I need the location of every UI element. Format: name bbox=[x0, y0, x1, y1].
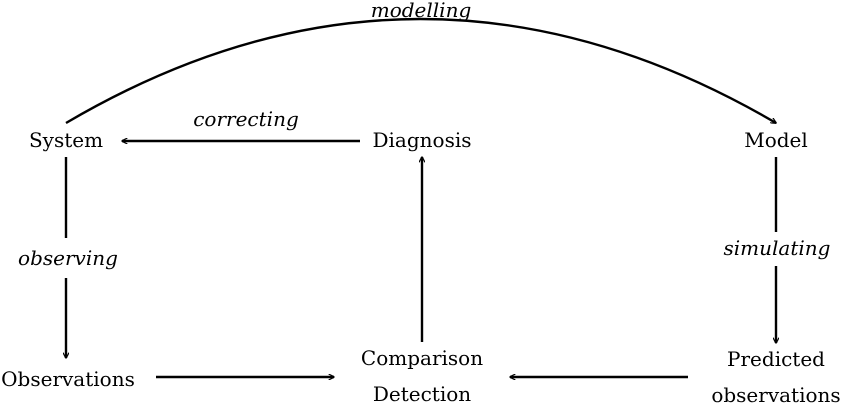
modelling-arrow bbox=[65, 17, 776, 125]
comparison-node-line1: Comparison bbox=[361, 346, 483, 370]
model-node: Model bbox=[744, 128, 808, 152]
predicted-node-line1: Predicted bbox=[727, 347, 825, 371]
system-node: System bbox=[29, 128, 103, 152]
correcting-label: correcting bbox=[193, 107, 299, 131]
observing-label: observing bbox=[18, 246, 118, 270]
simulating-label: simulating bbox=[724, 236, 831, 260]
diagnosis-node: Diagnosis bbox=[372, 128, 471, 152]
observations-node: Observations bbox=[1, 367, 135, 391]
predicted-node-line2: observations bbox=[711, 383, 840, 403]
modelling-label: modelling bbox=[371, 0, 472, 22]
comparison-node-line2: Detection bbox=[373, 382, 471, 403]
